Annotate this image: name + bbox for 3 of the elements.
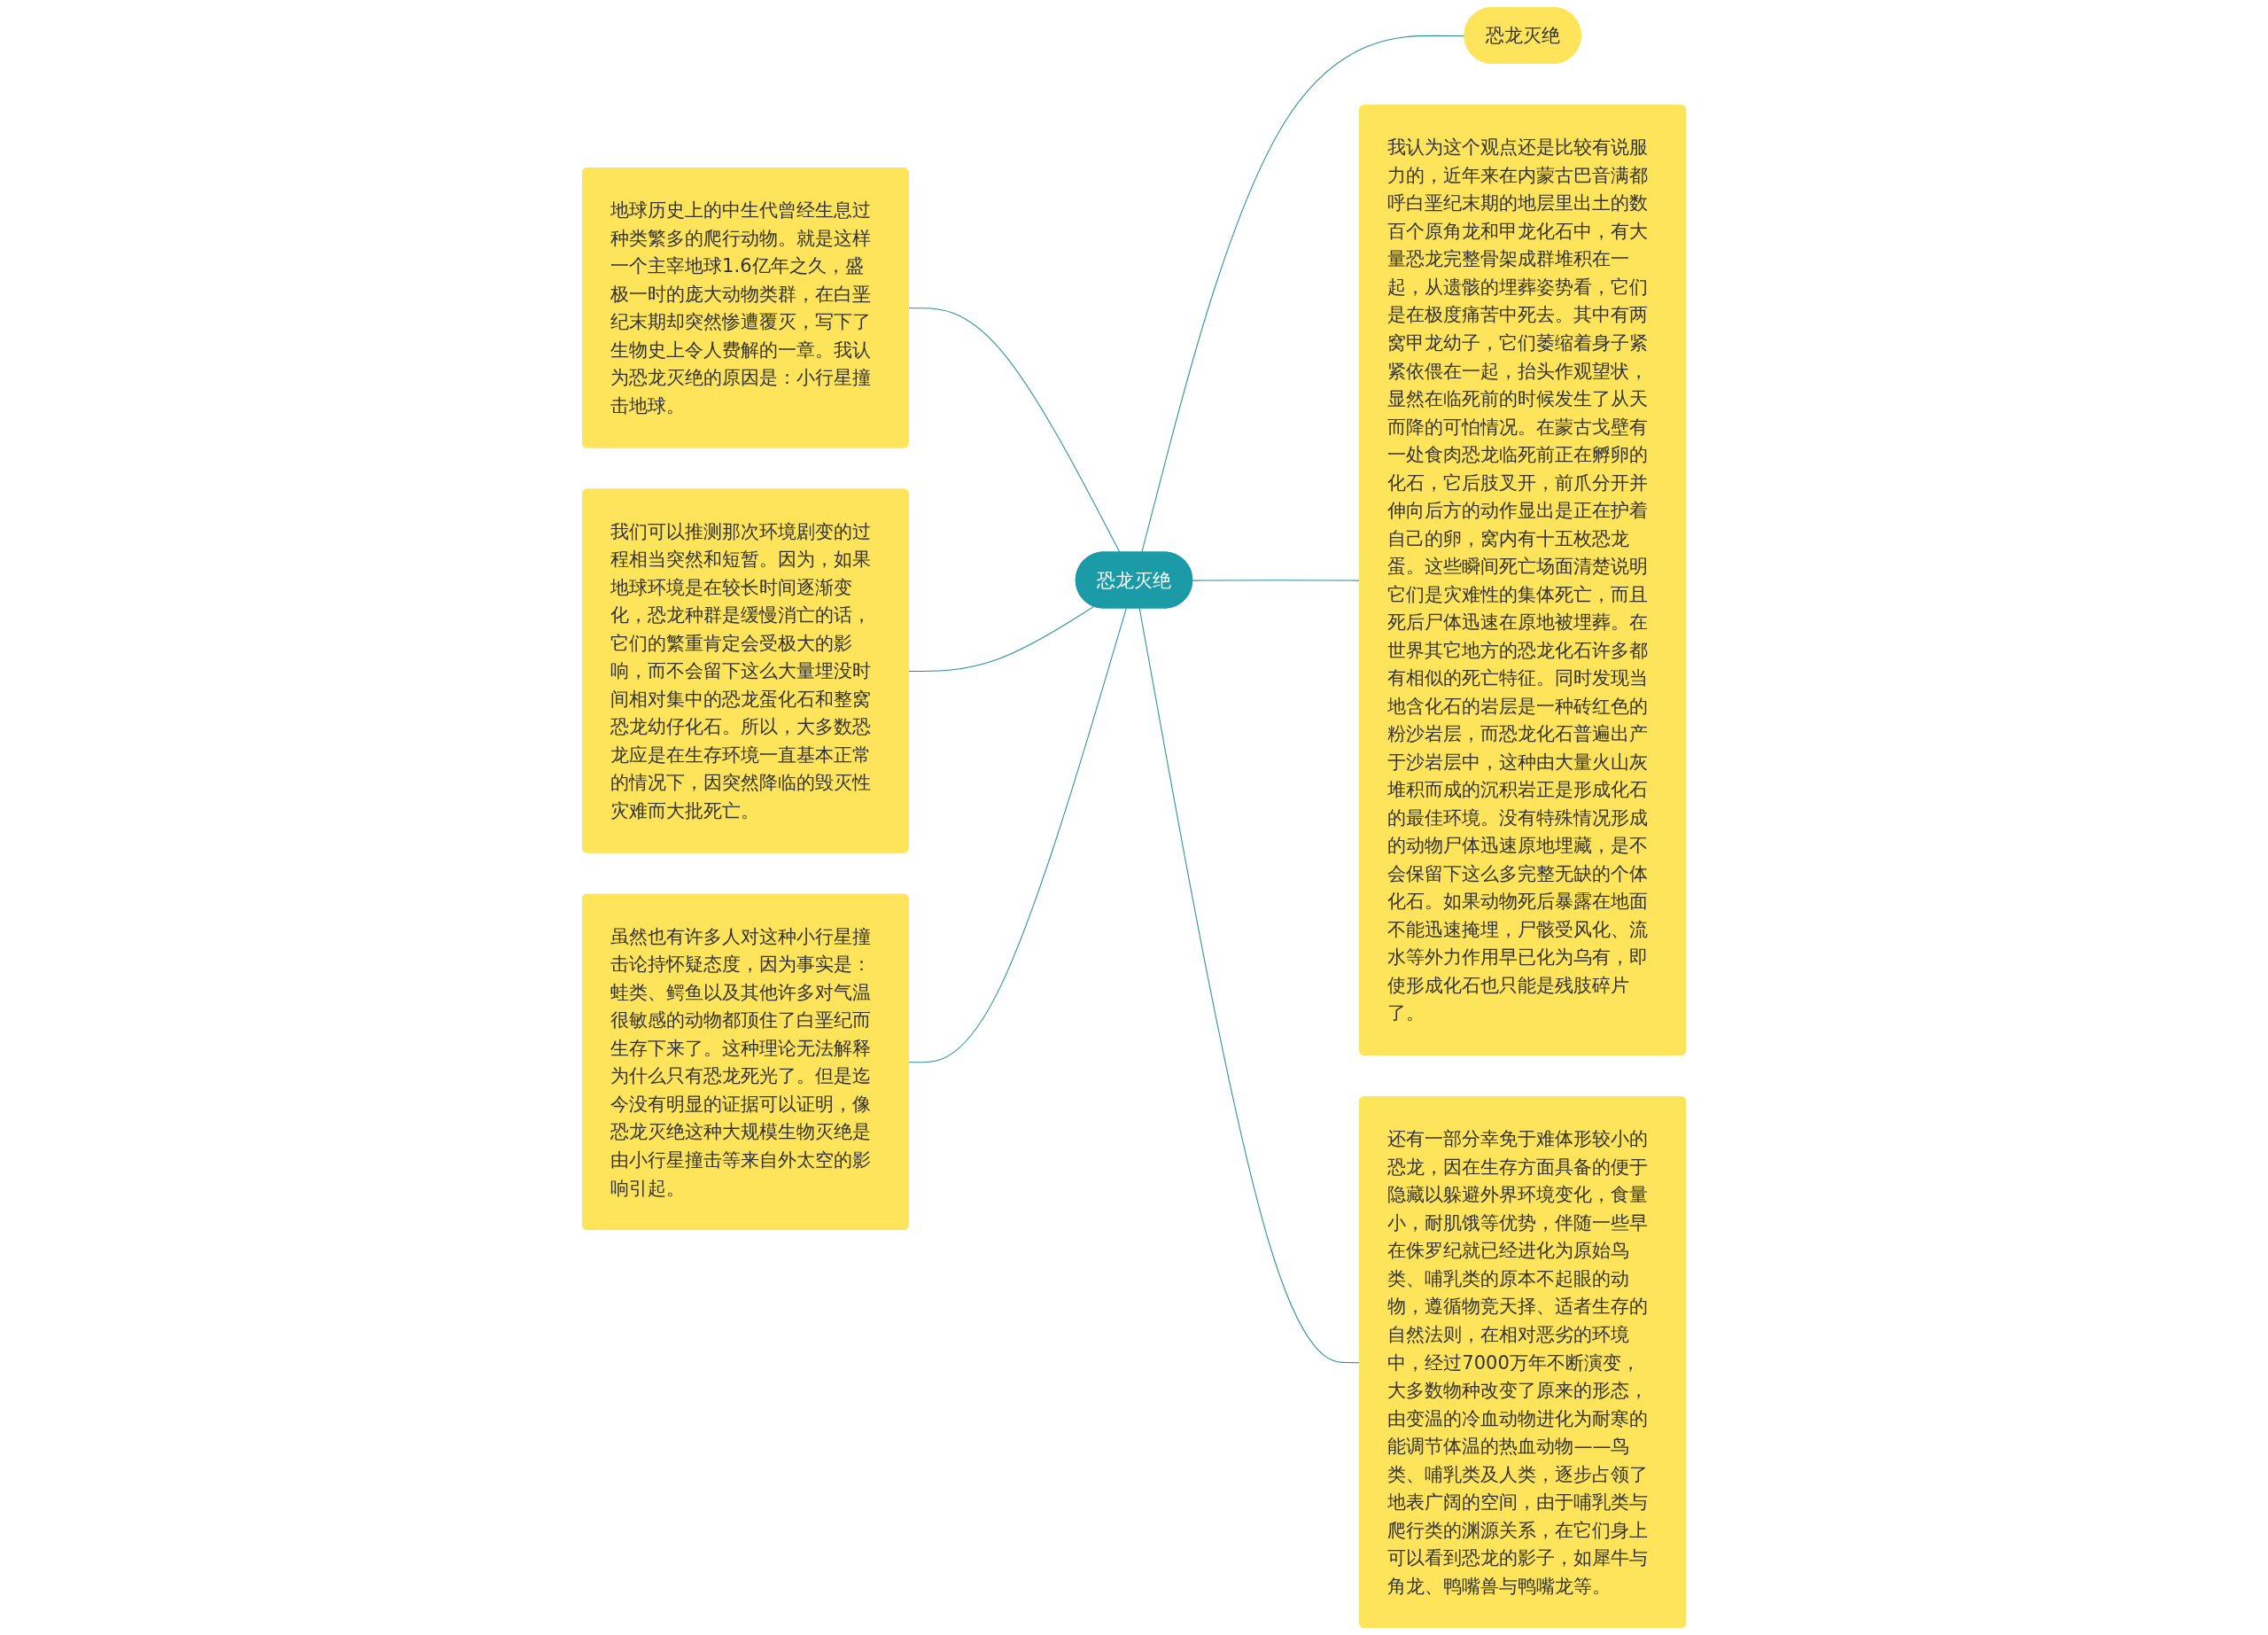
connector (908, 308, 1121, 554)
connector (908, 605, 1095, 673)
connector (908, 608, 1127, 1063)
